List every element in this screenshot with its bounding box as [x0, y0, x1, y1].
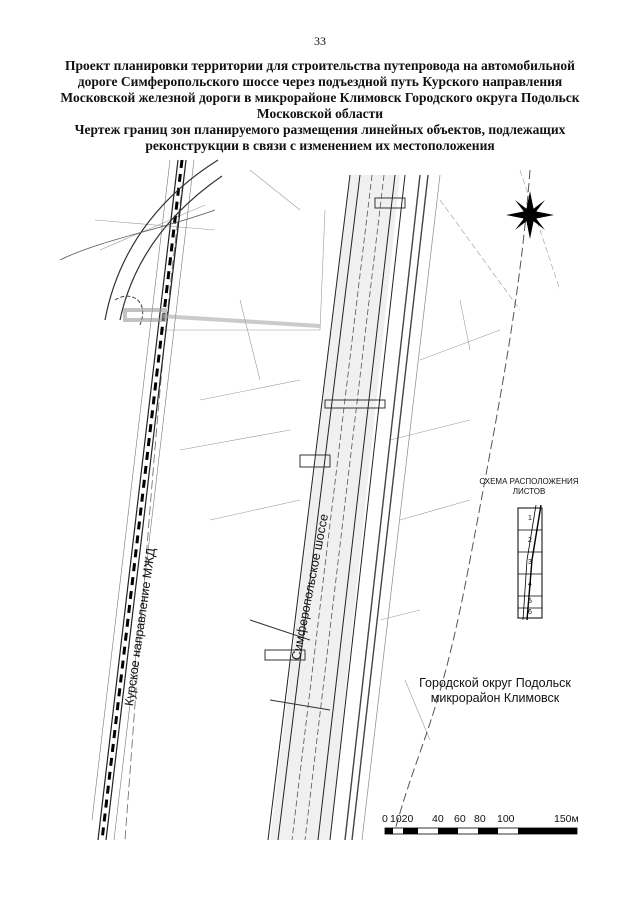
access-road	[123, 308, 167, 322]
railway-tracks	[91, 159, 195, 841]
sheet-layout-inset	[517, 504, 543, 621]
sheet-number: 5	[528, 598, 532, 605]
microdistrict-name: микрорайон Климовск	[430, 691, 560, 705]
scale-tick-label: 1020	[390, 813, 414, 825]
scale-tick-label: 0	[382, 813, 388, 825]
drawing-subtitle: Чертеж границ зон планируемого размещени…	[74, 122, 566, 153]
inset-title-line1: СХЕМА РАСПОЛОЖЕНИЯ	[479, 477, 579, 486]
scale-tick-label: 40	[432, 813, 444, 825]
district-name: Городской округ Подольск	[419, 676, 571, 690]
sheet-number: 3	[528, 559, 532, 566]
scale-tick-label: 150м	[554, 813, 579, 825]
page-number: 33	[314, 34, 326, 48]
district-label: Городской округ Подольск микрорайон Клим…	[415, 676, 575, 706]
inset-title-line2: ЛИСТОВ	[512, 487, 546, 496]
inset-sheet-numbers: 1 2 3 4 5 6	[518, 508, 542, 618]
north-arrow-icon	[506, 191, 554, 239]
scale-bar-labels: 0 1020 40 60 80 100 150м	[382, 813, 582, 827]
sheet-number: 6	[528, 609, 532, 616]
highway-corridor	[267, 174, 441, 841]
cadastral-lines	[94, 169, 561, 741]
zone-boundary-right	[394, 169, 531, 831]
inset-title: СХЕМА РАСПОЛОЖЕНИЯ ЛИСТОВ	[470, 477, 588, 497]
cross-structures	[249, 197, 406, 711]
document-title: Проект планировки территории для строите…	[60, 58, 580, 121]
scale-tick-label: 100	[497, 813, 515, 825]
scale-tick-label: 60	[454, 813, 466, 825]
sheet-number: 4	[528, 581, 532, 588]
overpass-curve	[104, 159, 219, 321]
sheet-number: 2	[528, 537, 532, 544]
scale-tick-label: 80	[474, 813, 486, 825]
sheet-number: 1	[528, 515, 532, 522]
scale-bar	[384, 827, 578, 835]
zone-boundary-left	[124, 169, 186, 841]
